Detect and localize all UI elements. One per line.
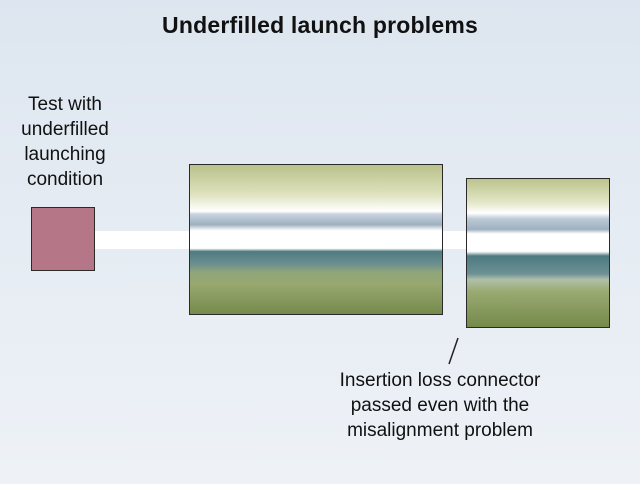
- callout-line: [448, 337, 459, 365]
- insertion-loss-label: Insertion loss connector passed even wit…: [300, 368, 580, 443]
- test-condition-line-4: condition: [26, 169, 104, 190]
- diagram-title: Underfilled launch problems: [162, 12, 478, 38]
- light-source: [31, 207, 95, 271]
- insertion-loss-line-3: misalignment problem: [347, 420, 533, 441]
- connected-fiber-segment: [466, 178, 610, 328]
- insertion-loss-line-2: passed even with the: [350, 395, 530, 416]
- test-condition-label: Test with underfilled launching conditio…: [10, 92, 120, 192]
- test-condition-line-3: launching: [24, 144, 106, 165]
- launch-fiber-segment: [189, 164, 443, 315]
- connector-gap-beam: [442, 231, 467, 249]
- launch-beam: [95, 231, 190, 249]
- test-condition-line-1: Test with: [28, 94, 102, 115]
- test-condition-line-2: underfilled: [21, 119, 109, 140]
- insertion-loss-line-1: Insertion loss connector: [339, 370, 541, 391]
